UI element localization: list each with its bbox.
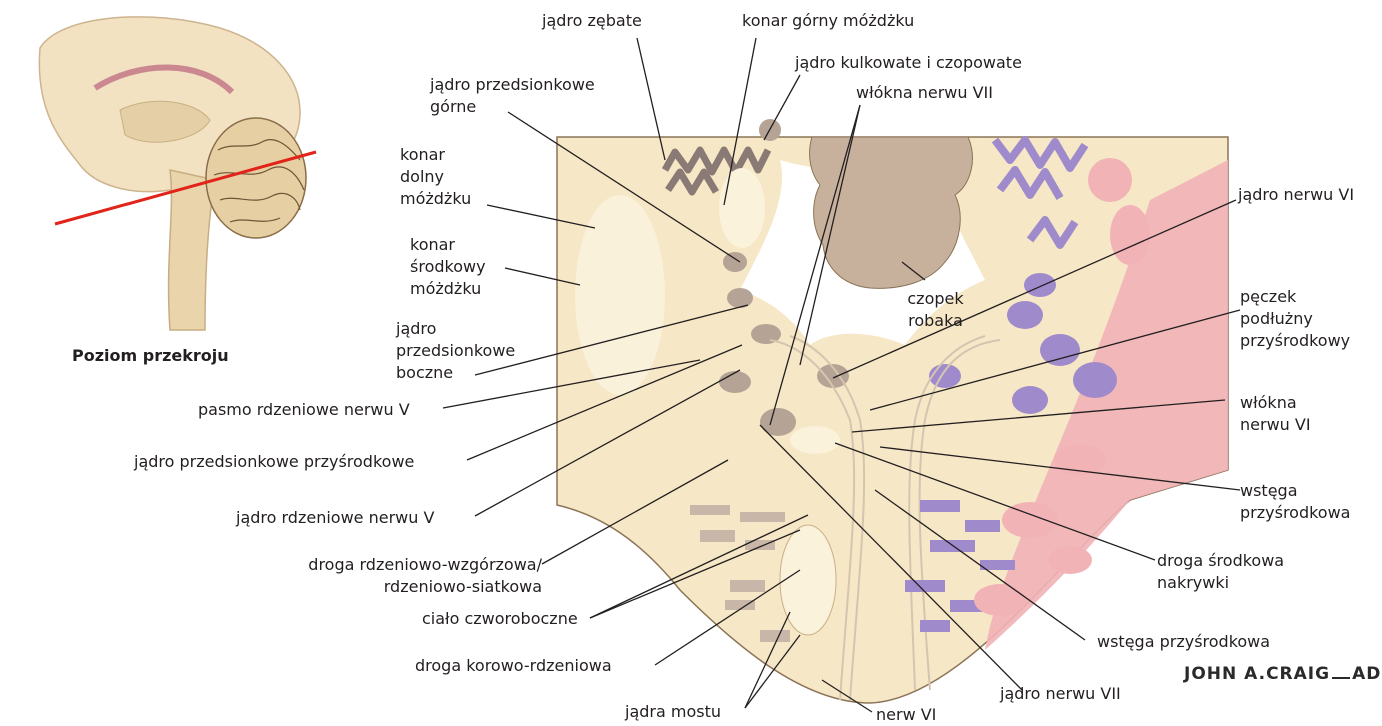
- label-line: pęczek: [1240, 286, 1350, 308]
- inset-brain-illustration: [39, 17, 316, 330]
- superior-peduncle: [719, 168, 765, 248]
- label-jadro-vi-top: jądro nerwu VI: [1238, 184, 1354, 206]
- inset-caption: Poziom przekroju: [72, 345, 229, 367]
- label-line: droga rdzeniowo-wzgórzowa/: [262, 554, 542, 576]
- label-konar-dolny: konar dolny móżdżku: [400, 144, 471, 210]
- label-jadro-zebate: jądro zębate: [542, 10, 642, 32]
- label-jadro-kulkowate: jądro kulkowate i czopowate: [795, 52, 1022, 74]
- label-czopek: czopek robaka: [898, 288, 973, 332]
- label-pasmo-v: pasmo rdzeniowe nerwu V: [198, 399, 410, 421]
- purple-oval-2: [1040, 334, 1080, 366]
- label-line: środkowy: [410, 256, 486, 278]
- label-line: móżdżku: [400, 188, 471, 210]
- signature-underline: [1332, 677, 1350, 679]
- vestibular-superior: [723, 252, 747, 272]
- label-jadro-rdz-v: jądro rdzeniowe nerwu V: [236, 507, 434, 529]
- label-line: dolny: [400, 166, 471, 188]
- label-line: nakrywki: [1157, 572, 1284, 594]
- label-line: przyśrodkowy: [1240, 330, 1350, 352]
- pink-oval-1: [1088, 158, 1132, 202]
- vestibular-lateral-1: [727, 288, 753, 308]
- label-jadro-przed-przys: jądro przedsionkowe przyśrodkowe: [134, 451, 414, 473]
- purple-oval-5: [1024, 273, 1056, 297]
- label-wstega-right: wstęga przyśrodkowa: [1240, 480, 1350, 524]
- label-line: konar: [400, 144, 471, 166]
- purple-oval-1: [1007, 301, 1043, 329]
- leader-jadro-kulkowate: [764, 75, 800, 140]
- label-line: czopek: [898, 288, 973, 310]
- medial-lemniscus-light: [790, 426, 840, 454]
- label-jadro-przed-gorne: jądro przedsionkowe górne: [430, 74, 595, 118]
- label-jadro-przed-boczne: jądro przedsionkowe boczne: [396, 318, 515, 384]
- artist-signature: JOHN A.CRAIG AD: [1184, 664, 1381, 684]
- pink-oval-5: [974, 584, 1026, 616]
- label-droga-korowo: droga korowo-rdzeniowa: [415, 655, 612, 677]
- label-line: boczne: [396, 362, 515, 384]
- label-line: jądro: [396, 318, 515, 340]
- signature-suffix: AD: [1352, 664, 1381, 684]
- pink-oval-6: [1048, 546, 1092, 574]
- label-wlokna-vi: włókna nerwu VI: [1240, 392, 1311, 436]
- label-line: podłużny: [1240, 308, 1350, 330]
- label-line: górne: [430, 96, 595, 118]
- label-line: jądro przedsionkowe: [430, 74, 595, 96]
- label-line: nerwu VI: [1240, 414, 1311, 436]
- label-wstega-bottom: wstęga przyśrodkowa: [1097, 631, 1270, 653]
- label-line: włókna: [1240, 392, 1311, 414]
- label-line: droga środkowa: [1157, 550, 1284, 572]
- label-line: móżdżku: [410, 278, 486, 300]
- signature-name: JOHN A.CRAIG: [1184, 664, 1330, 684]
- label-line: wstęga: [1240, 480, 1350, 502]
- label-konar-gorny: konar górny móżdżku: [742, 10, 914, 32]
- label-jadra-mostu: jądra mostu: [625, 701, 721, 723]
- label-line: rdzeniowo-siatkowa: [262, 576, 542, 598]
- label-konar-srodkowy: konar środkowy móżdżku: [410, 234, 486, 300]
- label-line: robaka: [898, 310, 973, 332]
- label-wlokna-vii: włókna nerwu VII: [856, 82, 993, 104]
- facial-nucleus: [760, 408, 796, 436]
- label-cialo: ciało czworoboczne: [422, 608, 578, 630]
- spinal-nucleus-v: [719, 371, 751, 393]
- label-line: konar: [410, 234, 486, 256]
- purple-oval-4: [1073, 362, 1117, 398]
- label-droga-rdz-wzg: droga rdzeniowo-wzgórzowa/ rdzeniowo-sia…: [262, 554, 542, 598]
- pink-oval-2: [1110, 205, 1150, 265]
- purple-oval-3: [1012, 386, 1048, 414]
- abducens-nucleus-right: [929, 364, 961, 388]
- label-peczek: pęczek podłużny przyśrodkowy: [1240, 286, 1350, 352]
- label-jadro-vii: jądro nerwu VII: [1000, 683, 1121, 705]
- label-line: przedsionkowe: [396, 340, 515, 362]
- label-line: przyśrodkowa: [1240, 502, 1350, 524]
- corticospinal-tract: [780, 525, 836, 635]
- middle-peduncle-light: [575, 195, 665, 395]
- pons-section: [557, 119, 1228, 703]
- label-droga-srodkowa: droga środkowa nakrywki: [1157, 550, 1284, 594]
